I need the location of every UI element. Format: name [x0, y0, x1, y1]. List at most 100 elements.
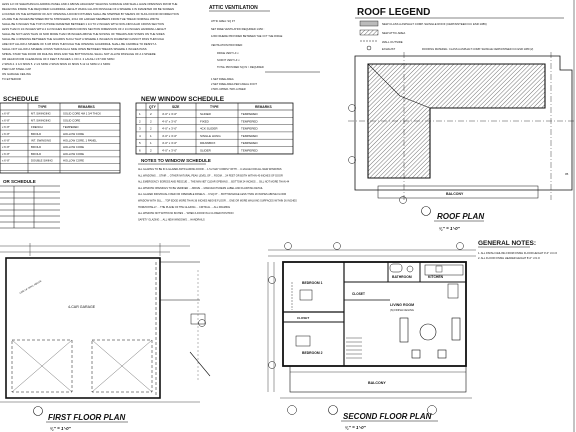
schedule-cell: x 6'-8": [2, 152, 10, 156]
note-line: LESS THAN 6 1/4 INCHES WITH 4 1/2 INCHES…: [2, 27, 166, 31]
schedule-cell: INT. SWINGING: [31, 139, 51, 143]
left-schedule-header: REMARKS: [78, 105, 95, 109]
left-schedule-header: TYPE: [38, 105, 47, 109]
window-cell: SLIDER: [200, 149, 212, 153]
legend-swatch-attic: [359, 29, 379, 36]
schedule-cell: x 6'-8": [2, 159, 10, 163]
window-cell: TEMPERED: [241, 119, 259, 123]
window-note: SAFETY GLAZING ... ALL NEW WINDOWS ... H…: [138, 218, 205, 221]
first-floor-title: FIRST FLOOR PLAN: [48, 413, 126, 422]
note-line: SHALL BE 4 OPENING BETWEEN THE GUARDS SU…: [2, 37, 164, 41]
window-cell: 2: [150, 119, 152, 123]
window-cell: SINGLE HUNG: [200, 134, 221, 138]
second-floor-scale: ¼" = 1'-0": [345, 425, 367, 430]
legend-item: WALL OUTSIDE: [382, 40, 403, 44]
window-cell: 3: [139, 127, 141, 131]
schedule-cell: HOLLOW CORE: [63, 132, 84, 136]
room-closet-2: CLOSET: [297, 316, 309, 320]
attic-line: SOFFIT VENT LF x: [217, 58, 240, 62]
schedule-cell: x 6'-8": [2, 132, 10, 136]
room-balcony: BALCONY: [368, 381, 386, 385]
general-notes-title: GENERAL NOTES:: [478, 240, 536, 247]
window-cell: 2: [150, 127, 152, 131]
window-cell: TEMPERED: [241, 127, 259, 131]
title-marker-icon: [328, 405, 338, 415]
schedule-cell: FRENCH: [31, 125, 43, 129]
room-kitchen: KITCHEN: [428, 275, 444, 279]
window-notes-title: NOTES TO WINDOW SCHEDULE: [141, 158, 211, 163]
note-line: OR HEAD ROOM CLEARANCE OF 6 FEET 8 INCHE…: [2, 57, 114, 61]
title-marker-icon: [421, 206, 431, 216]
window-schedule-header: QTY: [149, 105, 157, 109]
schedule-cell: BIFOLD: [31, 152, 41, 156]
garage-walls: [5, 257, 161, 399]
window-cell: 2: [139, 119, 141, 123]
note-line: RELIEVING INSIDE THE REQUIRED GUARDRAIL …: [2, 7, 174, 11]
window-note: WINDOW WITH SILL ... TOP EDGE MORE THAN …: [138, 200, 297, 203]
room-bedroom-1: BEDROOM 1: [302, 281, 323, 285]
note-line: SPIRAL STAIR THE DOOR OR RAILING PASS AN…: [2, 52, 156, 56]
window-cell: 2: [150, 112, 152, 116]
note-line: SHALL BE 6 INCHES THE TOP OUTSIDE DIAMET…: [2, 22, 164, 26]
window-cell: 4'-0" x 3'-0": [162, 119, 177, 123]
window-cell: TEMPERED: [241, 149, 259, 153]
note-line: PIER CAP STEEL CAP: [2, 67, 31, 71]
attic-title: ATTIC VENTILATION: [209, 5, 258, 11]
schedule-cell: HOLLOW CORE: [63, 152, 84, 156]
window-cell: TEMPERED: [241, 134, 259, 138]
window-cell: 4CK SLIDER: [200, 127, 218, 131]
window-cell: 1: [150, 134, 152, 138]
schedule-cell: SOLID CORE 4M 1 3/4 THICK: [63, 112, 101, 116]
attic-line: RIDGE VENT LF x: [217, 51, 239, 55]
room-living-sub: (N) FINISH CEILING: [390, 308, 414, 312]
window-cell: DRAWBOX: [200, 141, 215, 145]
window-note: ALL EMERGENCY EGRESS AND RESCUE ... THE …: [138, 181, 290, 184]
window-cell: 6: [139, 149, 141, 153]
roof-plan: BALCONY 05 ROOF PLAN ¼" = 1'-0": [348, 52, 576, 231]
attic-line: VENTILATION PROVIDED:: [211, 43, 243, 47]
left-schedule-title: SCHEDULE: [3, 96, 39, 103]
window-note: ALL WINDOWS ... STAIR ... OTHER NATURAL …: [138, 174, 283, 177]
general-note: 2. ALL FLOOR FINISH HEADER HEIGHT 8'-0" …: [478, 256, 540, 260]
second-floor-title: SECOND FLOOR PLAN: [343, 412, 432, 421]
window-schedule-header: REMARKS: [255, 105, 272, 109]
schedule-cell: TEMPERED: [63, 125, 79, 129]
attic-line: NET FREE VENTILATION REQUIRED 1/150 :: [211, 27, 265, 31]
attic-ventilation: ATTIC VENTILATION ATTIC AREA: SQ FT NET …: [209, 5, 320, 91]
schedule-cell: x 6'-8": [2, 118, 10, 122]
note-line: LOCATED ON THE EXTERIOR OF ANY OPENING A…: [2, 12, 179, 16]
roof-legend: ROOF LEGEND NEW CLASS A ASPHALT COMP. SH…: [355, 7, 564, 51]
schedule-cell: HOLLOW CORE: [63, 145, 84, 149]
attic-line: 3 50% UPPER / 50% LOWER: [211, 87, 246, 91]
window-cell: 4'-0" x 3'-0": [162, 112, 177, 116]
window-cell: TEMPERED: [241, 112, 259, 116]
window-cell: TEMPERED: [241, 141, 259, 145]
window-cell: 4: [139, 134, 141, 138]
window-cell: SLIDER: [200, 112, 212, 116]
window-schedule-header: SIZE: [172, 105, 180, 109]
schedule-cell: BIFOLD: [31, 132, 41, 136]
legend-item: NEW CLASS A ASPHALT COMP. SHINGLE ROOF (…: [382, 22, 487, 26]
note-line: AS ARE THE INCHES BETWEEN BOTH STRINGERS…: [2, 17, 159, 21]
window-cell: FIXED: [200, 119, 210, 123]
window-note: ALL GLAZED INDIVIDUAL FIXED OR OPERABLE …: [138, 193, 286, 196]
schedule-cell: BIFOLD: [31, 145, 41, 149]
window-cell: 4'-0" x 3'-0": [162, 134, 177, 138]
sheet-number: 05: [565, 172, 569, 176]
window-schedule-title: NEW WINDOW SCHEDULE: [141, 96, 225, 103]
window-cell: 4'-0" x 3'-0": [162, 127, 177, 131]
attic-line: 1 NET FREE AREA: [211, 77, 234, 81]
roof-plan-scale: ¼" = 1'-0": [439, 226, 461, 231]
window-note: ALL WINDOW NOT WITHIN 60 INCHES ... WHEN…: [138, 212, 234, 215]
note-line: TO EXTERIOR: [2, 77, 21, 81]
room-bedroom-2: BEDROOM 2: [302, 351, 323, 355]
second-floor-plan: BATHROOM KITCHEN BEDROOM 1 BEDROOM 2 CLO…: [267, 242, 476, 430]
window-cell: 2: [150, 149, 152, 153]
window-schedule-rows: 1 2 4'-0" x 3'-0" SLIDER TEMPERED 2 2 4'-0" x 3…: [136, 112, 293, 155]
schedule-cell: MT. SWINGING: [31, 112, 51, 116]
title-marker-icon: [33, 406, 43, 416]
window-schedule: NEW WINDOW SCHEDULE QTY SIZE TYPE REMARK…: [135, 96, 297, 221]
schedule-cell: HOLLOW CORE, 1 PANEL: [63, 139, 97, 143]
roof-balcony-label: BALCONY: [446, 192, 464, 196]
